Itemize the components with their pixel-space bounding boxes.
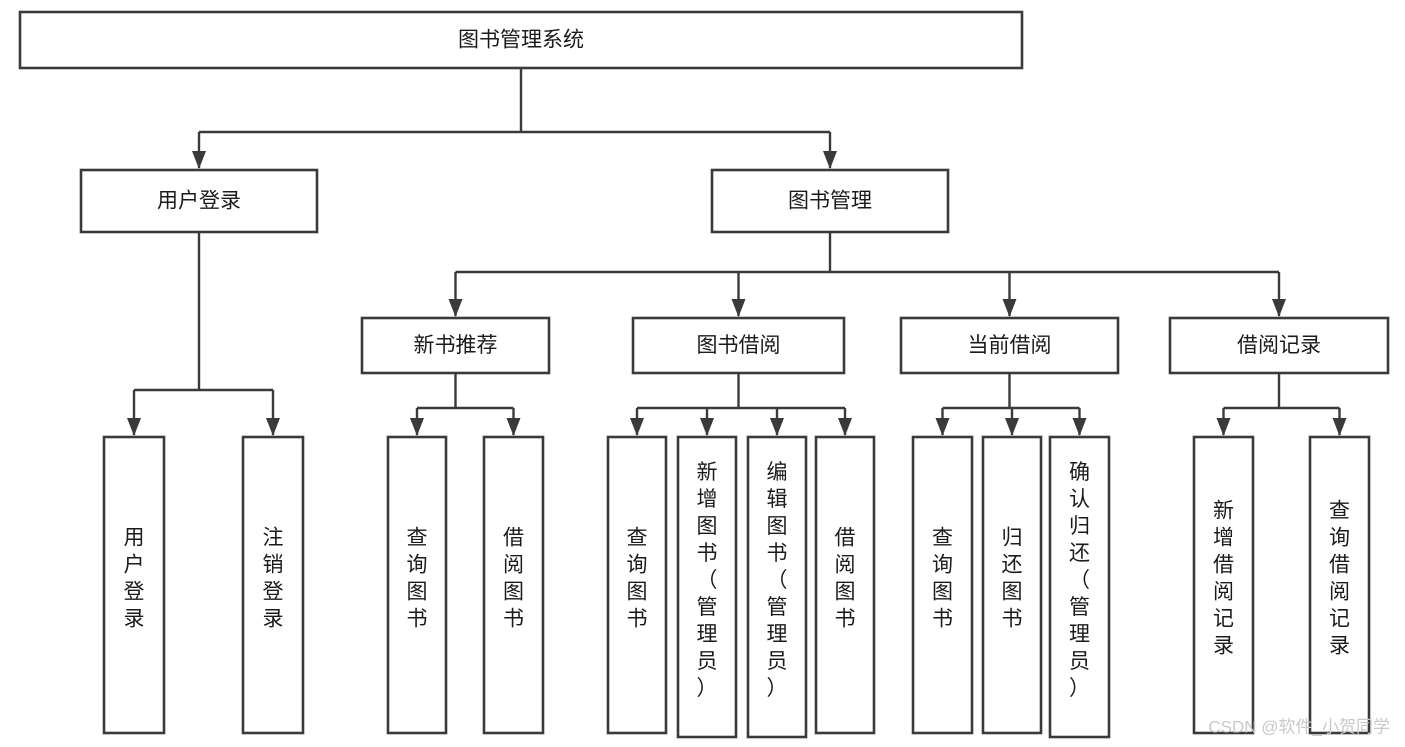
arrow-head-icon xyxy=(823,151,837,169)
node-label: 图书管理 xyxy=(788,190,872,213)
node-root-system[interactable]: 图书管理系统 xyxy=(18,10,1024,70)
connector-group xyxy=(935,373,1087,436)
node-layer: 图书管理系统用户登录图书管理新书推荐图书借阅当前借阅借阅记录用户登录注销登录查询… xyxy=(18,10,1390,739)
arrow-head-icon xyxy=(838,418,852,436)
node-box[interactable] xyxy=(102,435,166,735)
arrow-head-icon xyxy=(192,151,206,169)
node-label: 用户登录 xyxy=(124,527,145,631)
node-label: 查询图书 xyxy=(407,527,428,631)
node-box[interactable] xyxy=(981,435,1043,735)
arrow-head-icon xyxy=(1072,418,1087,436)
node-box[interactable] xyxy=(899,316,1120,375)
node-leaf-leaf-borrow-book-recommend[interactable]: 借阅图书 xyxy=(482,435,545,735)
arrow-head-icon xyxy=(127,418,141,436)
node-label: 图书借阅 xyxy=(697,334,781,357)
node-box[interactable] xyxy=(606,435,668,735)
node-leaf-leaf-return-book[interactable]: 归还图书 xyxy=(981,435,1043,735)
arrow-head-icon xyxy=(506,418,521,436)
node-box[interactable] xyxy=(360,316,551,375)
node-label: 借阅图书 xyxy=(503,527,524,631)
node-label: 归还图书 xyxy=(1002,527,1023,631)
watermark-label: CSDN @软件_小贺同学 xyxy=(1208,717,1390,736)
node-box[interactable] xyxy=(1192,435,1255,735)
node-leaf-leaf-query-book-current[interactable]: 查询图书 xyxy=(911,435,974,735)
node-leaf-leaf-user-login[interactable]: 用户登录 xyxy=(102,435,166,735)
node-label: 查询图书 xyxy=(627,527,648,631)
node-box[interactable] xyxy=(482,435,545,735)
connector-group xyxy=(448,232,1286,317)
arrow-head-icon xyxy=(1216,418,1231,436)
node-submodule-new-book-recommend[interactable]: 新书推荐 xyxy=(360,316,551,375)
node-box[interactable] xyxy=(1308,435,1371,735)
node-leaf-leaf-edit-book[interactable]: 编辑图书（管理员） xyxy=(746,435,808,739)
connector-group xyxy=(630,373,852,436)
node-label: 图书管理系统 xyxy=(458,29,584,52)
node-label: 注销登录 xyxy=(263,527,284,631)
node-label: 借阅图书 xyxy=(835,527,856,631)
node-box[interactable] xyxy=(79,168,319,234)
node-box[interactable] xyxy=(241,435,305,735)
arrow-head-icon xyxy=(410,418,424,436)
node-box[interactable] xyxy=(18,10,1024,70)
arrow-head-icon xyxy=(935,418,950,436)
node-label: 借阅记录 xyxy=(1237,334,1321,357)
node-label: 查询借阅记录 xyxy=(1329,500,1350,658)
node-label: 新增借阅记录 xyxy=(1213,500,1234,658)
node-label: 编辑图书（管理员） xyxy=(767,461,788,700)
node-leaf-leaf-confirm-return[interactable]: 确认归还（管理员） xyxy=(1048,435,1111,739)
connector-group xyxy=(192,68,837,169)
connector-group xyxy=(1216,373,1347,436)
arrow-head-icon xyxy=(1002,299,1017,317)
node-module-user-login[interactable]: 用户登录 xyxy=(79,168,319,234)
node-box[interactable] xyxy=(746,435,808,739)
node-leaf-leaf-query-book-recommend[interactable]: 查询图书 xyxy=(386,435,448,735)
node-box[interactable] xyxy=(814,435,876,735)
node-leaf-leaf-query-borrow-record[interactable]: 查询借阅记录 xyxy=(1308,435,1371,735)
node-label: 当前借阅 xyxy=(968,334,1052,357)
node-submodule-current-borrow[interactable]: 当前借阅 xyxy=(899,316,1120,375)
arrow-head-icon xyxy=(630,418,644,436)
node-label: 查询图书 xyxy=(932,527,953,631)
connector-group xyxy=(127,232,280,436)
node-label: 新书推荐 xyxy=(414,334,498,357)
arrow-head-icon xyxy=(1005,418,1019,436)
arrow-head-icon xyxy=(1332,418,1347,436)
node-label: 用户登录 xyxy=(157,190,241,213)
node-submodule-borrow-record[interactable]: 借阅记录 xyxy=(1168,316,1390,375)
node-box[interactable] xyxy=(386,435,448,735)
node-box[interactable] xyxy=(1048,435,1111,739)
node-leaf-leaf-user-logout[interactable]: 注销登录 xyxy=(241,435,305,735)
node-submodule-book-borrow[interactable]: 图书借阅 xyxy=(631,316,846,375)
arrow-head-icon xyxy=(1272,299,1286,317)
node-box[interactable] xyxy=(676,435,738,739)
arrow-head-icon xyxy=(448,299,463,317)
node-box[interactable] xyxy=(710,168,950,234)
node-box[interactable] xyxy=(1168,316,1390,375)
arrow-head-icon xyxy=(770,418,784,436)
node-label: 确认归还（管理员） xyxy=(1069,461,1090,700)
node-leaf-leaf-borrow-book[interactable]: 借阅图书 xyxy=(814,435,876,735)
arrow-head-icon xyxy=(266,418,280,436)
node-label: 新增图书（管理员） xyxy=(697,461,718,700)
node-leaf-leaf-add-book[interactable]: 新增图书（管理员） xyxy=(676,435,738,739)
arrow-head-icon xyxy=(731,299,746,317)
node-box[interactable] xyxy=(631,316,846,375)
node-module-book-manage[interactable]: 图书管理 xyxy=(710,168,950,234)
connector-layer xyxy=(127,68,1347,436)
node-box[interactable] xyxy=(911,435,974,735)
arrow-head-icon xyxy=(700,418,714,436)
node-leaf-leaf-add-borrow-record[interactable]: 新增借阅记录 xyxy=(1192,435,1255,735)
node-leaf-leaf-query-book-borrow[interactable]: 查询图书 xyxy=(606,435,668,735)
connector-group xyxy=(410,373,521,436)
